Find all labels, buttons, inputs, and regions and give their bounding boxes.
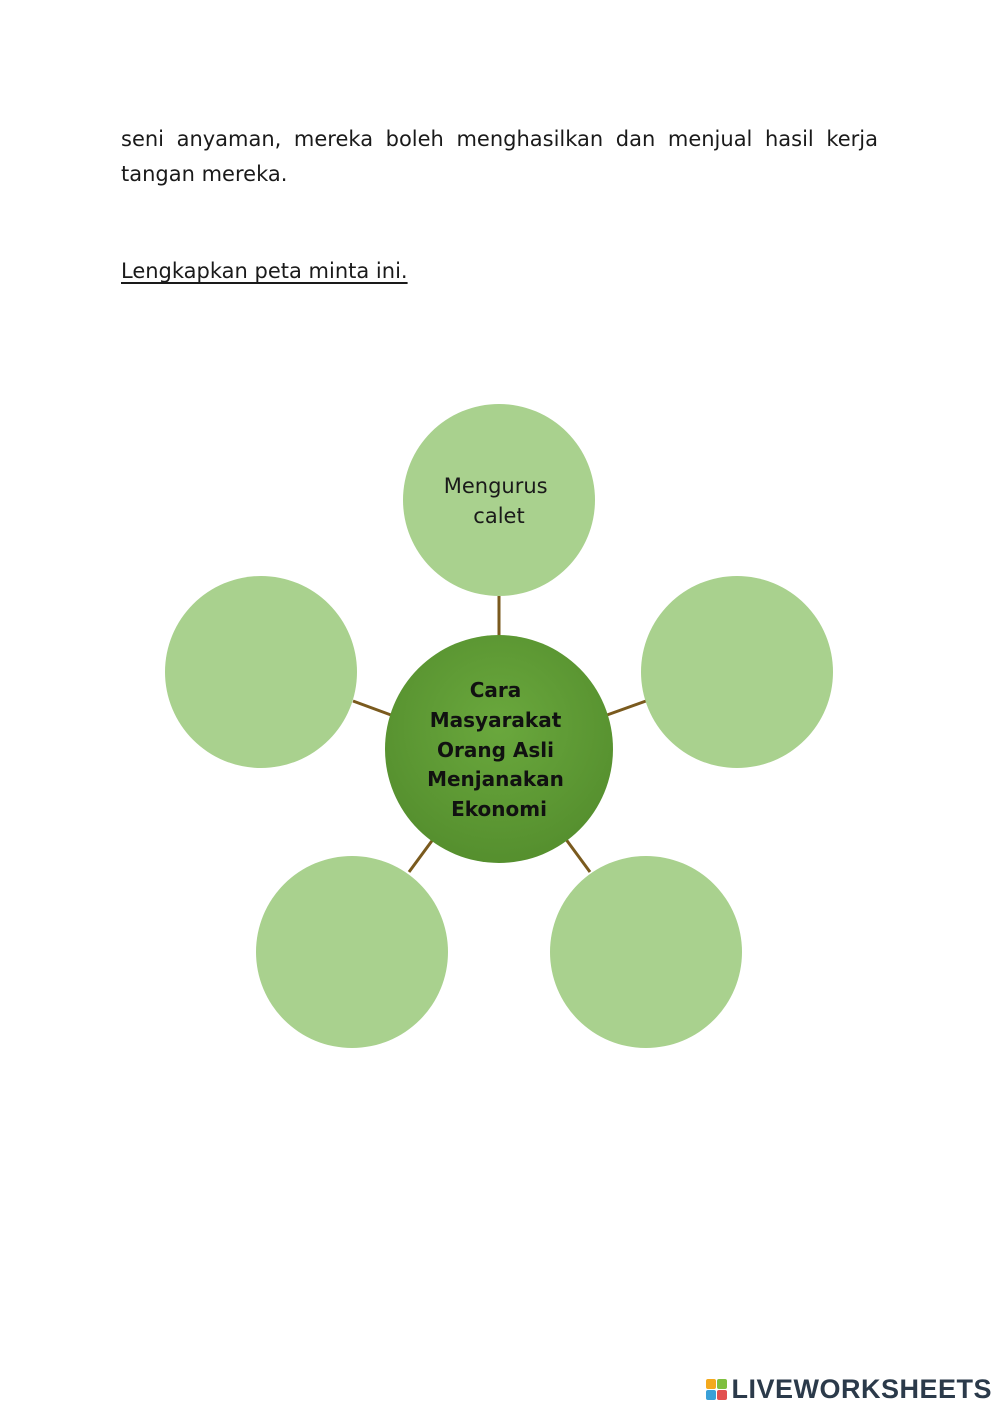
- center-node: [385, 635, 613, 863]
- logo-square-4: [717, 1390, 728, 1400]
- connector-left: [352, 699, 392, 717]
- connector-bottom-left: [407, 837, 436, 873]
- branch-node-bottom-left[interactable]: [256, 856, 448, 1048]
- center-line-4: Menjanakan: [427, 767, 564, 791]
- branch-node-right[interactable]: [641, 576, 833, 768]
- liveworksheets-logo: LIVEWORKSHEETS: [706, 1374, 992, 1405]
- logo-wordmark: LIVEWORKSHEETS: [731, 1374, 992, 1404]
- connector-right: [606, 699, 647, 717]
- logo-square-2: [717, 1379, 728, 1389]
- instruction-heading: Lengkapkan peta minta ini.: [121, 259, 408, 283]
- center-label: Cara Masyarakat Orang Asli Menjanakan Ek…: [427, 678, 571, 821]
- branch-node-top[interactable]: [403, 404, 595, 596]
- branch-top-line-2: calet: [473, 504, 524, 528]
- center-line-5: Ekonomi: [451, 797, 547, 821]
- liveworksheets-logo-icon: [706, 1379, 728, 1400]
- connector-bottom-right: [563, 837, 592, 873]
- branch-node-left[interactable]: [165, 576, 357, 768]
- intro-paragraph: seni anyaman, mereka boleh menghasilkan …: [121, 127, 878, 186]
- branch-top-label: Mengurus calet: [444, 474, 555, 528]
- center-line-3: Orang Asli: [437, 738, 554, 762]
- branch-node-bottom-right[interactable]: [550, 856, 742, 1048]
- center-line-2: Masyarakat: [430, 708, 562, 732]
- center-line-1: Cara: [470, 678, 522, 702]
- logo-square-3: [706, 1390, 717, 1400]
- branch-top-line-1: Mengurus: [444, 474, 548, 498]
- logo-square-1: [706, 1379, 717, 1389]
